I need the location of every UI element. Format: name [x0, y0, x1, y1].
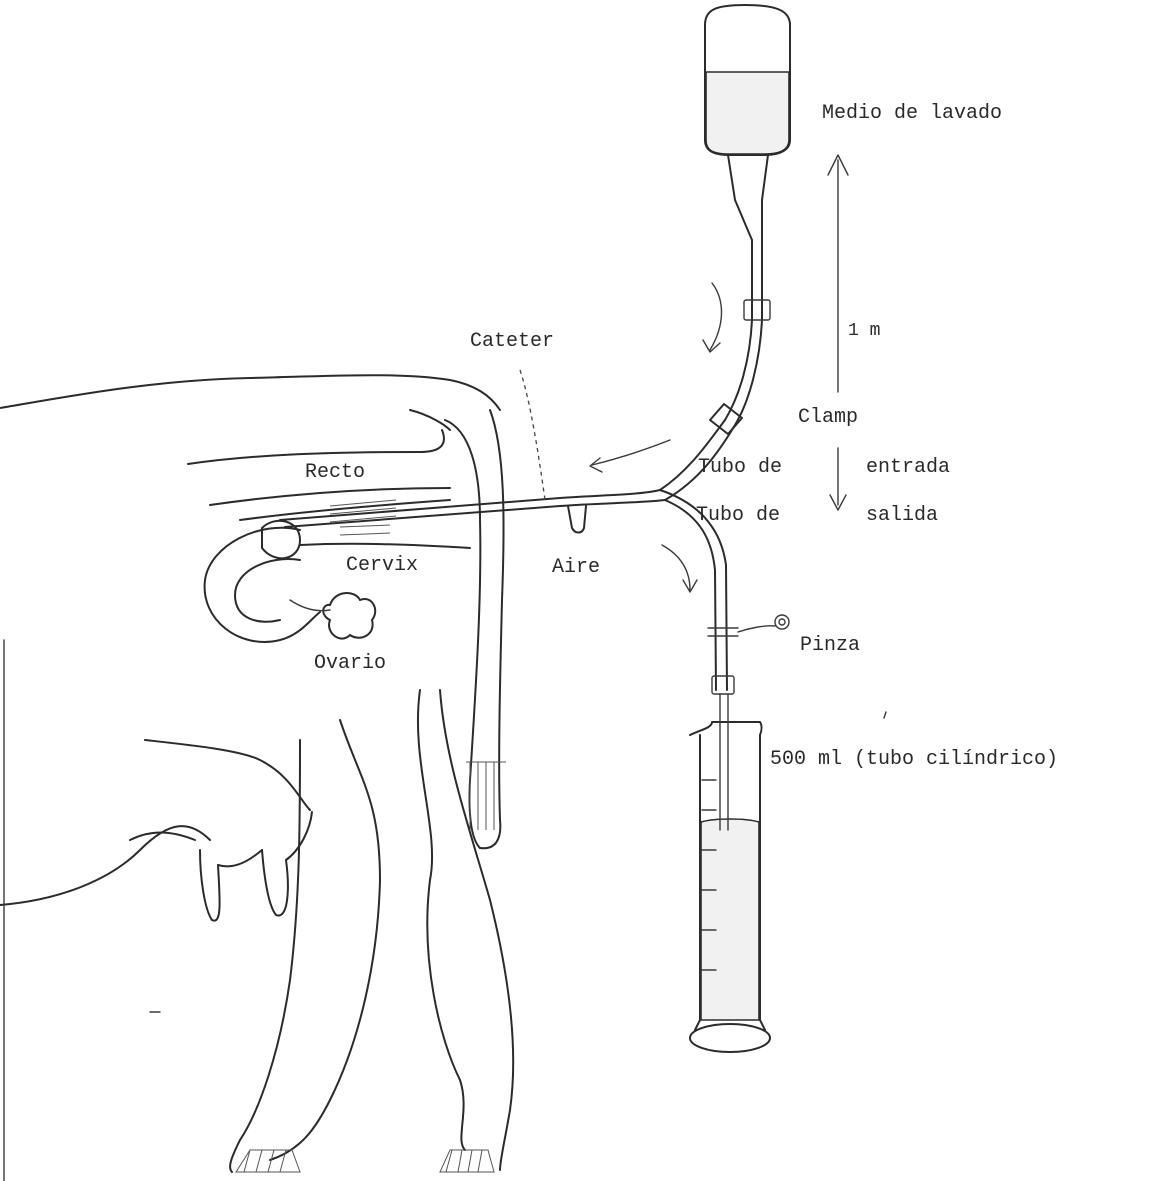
- height-arrow: [828, 155, 848, 510]
- wash-medium-bottle: [705, 5, 790, 240]
- cow-outline: [0, 375, 513, 1181]
- label-inlet-tube-a: Tubo de: [698, 458, 782, 478]
- label-ovary: Ovario: [314, 654, 386, 674]
- hoof-left: [236, 1150, 300, 1172]
- label-outlet-tube-a: Tubo de: [696, 506, 780, 526]
- label-outlet-tube-b: salida: [866, 506, 938, 526]
- label-cylinder: 500 ml (tubo cilíndrico): [770, 750, 1058, 770]
- graduated-cylinder: [690, 694, 770, 1052]
- label-cervix: Cervix: [346, 556, 418, 576]
- label-wash-medium: Medio de lavado: [822, 104, 1002, 124]
- label-air: Aire: [552, 558, 600, 578]
- label-pincer: Pinza: [800, 636, 860, 656]
- label-clamp: Clamp: [798, 408, 858, 428]
- label-rectum: Recto: [305, 463, 365, 483]
- label-catheter: Cateter: [470, 332, 554, 352]
- label-height: 1 m: [848, 322, 880, 340]
- label-inlet-tube-b: entrada: [866, 458, 950, 478]
- reproductive-tract: [205, 488, 470, 642]
- hoof-right: [440, 1150, 494, 1172]
- flow-arrows: [590, 283, 722, 592]
- stray-mark: [884, 712, 886, 718]
